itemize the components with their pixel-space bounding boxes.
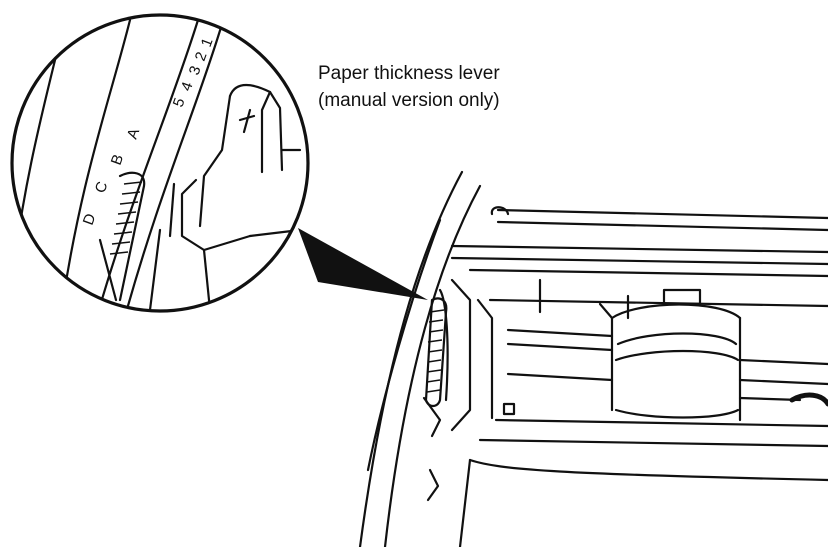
printer-body (358, 170, 828, 549)
callout-line-2: (manual version only) (318, 90, 500, 111)
magnifier-detail (10, 13, 310, 313)
callout-label: Paper thickness lever (manual version on… (318, 60, 618, 114)
pointer-wedge (298, 228, 428, 300)
thumbwheel-ridges (426, 309, 445, 393)
callout-line-1: Paper thickness lever (318, 63, 500, 84)
